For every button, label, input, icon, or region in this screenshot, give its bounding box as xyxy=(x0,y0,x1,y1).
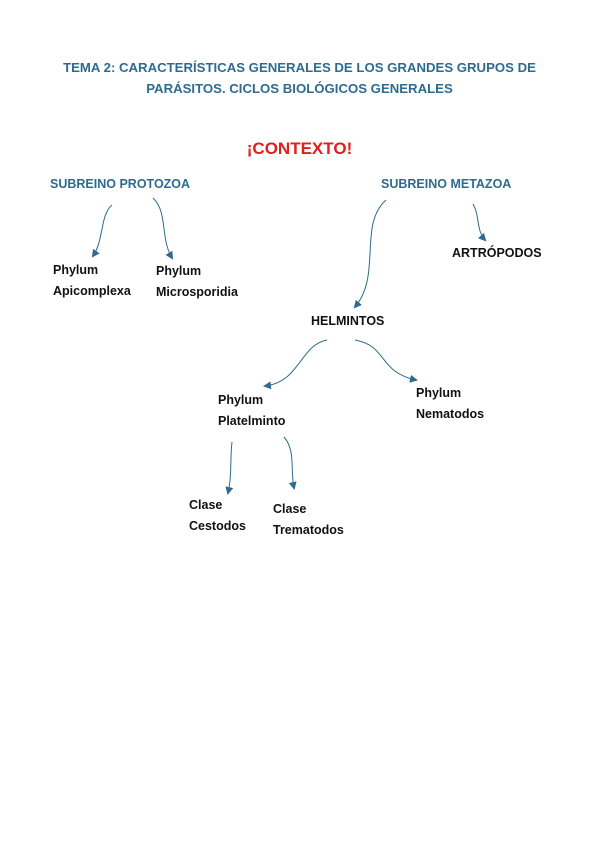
document-title: TEMA 2: CARACTERÍSTICAS GENERALES DE LOS… xyxy=(40,57,559,99)
title-line-1: TEMA 2: CARACTERÍSTICAS GENERALES DE LOS… xyxy=(63,60,536,75)
node-helmintos: HELMINTOS xyxy=(311,314,385,328)
metazoa-heading: SUBREINO METAZOA xyxy=(381,177,512,191)
node-cestodos-line1: Clase xyxy=(189,498,223,512)
arrow-helmintos-nematodos xyxy=(354,339,418,383)
node-microsporidia-line2: Microsporidia xyxy=(156,285,238,299)
node-apicomplexa: Phylum Apicomplexa xyxy=(53,260,131,302)
node-cestodos-line2: Cestodos xyxy=(189,519,246,533)
node-cestodos: Clase Cestodos xyxy=(189,495,246,537)
section-heading: ¡CONTEXTO! xyxy=(246,139,353,158)
node-platelminto: Phylum Platelminto xyxy=(218,390,285,432)
arrow-metazoa-helmintos xyxy=(353,199,387,309)
title-line-2: PARÁSITOS. CICLOS BIOLÓGICOS GENERALES xyxy=(146,81,453,96)
node-microsporidia-line1: Phylum xyxy=(156,264,202,278)
node-apicomplexa-line2: Apicomplexa xyxy=(53,284,131,298)
node-apicomplexa-line1: Phylum xyxy=(53,263,99,277)
node-microsporidia: Phylum Microsporidia xyxy=(156,261,238,303)
node-nematodos: Phylum Nematodos xyxy=(416,383,484,425)
node-trematodos-line1: Clase xyxy=(273,502,307,516)
node-trematodos-line2: Trematodos xyxy=(273,523,344,537)
protozoa-heading: SUBREINO PROTOZOA xyxy=(50,177,191,191)
node-platelminto-line1: Phylum xyxy=(218,393,264,407)
arrow-protozoa-apicomplexa xyxy=(91,204,113,258)
node-trematodos: Clase Trematodos xyxy=(273,499,344,541)
arrow-platelminto-cestodos xyxy=(225,441,234,495)
arrow-helmintos-platelminto xyxy=(263,339,328,390)
arrow-metazoa-artropodos xyxy=(472,203,487,242)
node-artropodos: ARTRÓPODOS xyxy=(452,246,542,260)
node-nematodos-line1: Phylum xyxy=(416,386,462,400)
node-platelminto-line2: Platelminto xyxy=(218,414,286,428)
arrow-platelminto-trematodos xyxy=(283,436,297,490)
arrow-protozoa-microsporidia xyxy=(152,197,174,260)
node-nematodos-line2: Nematodos xyxy=(416,407,485,421)
